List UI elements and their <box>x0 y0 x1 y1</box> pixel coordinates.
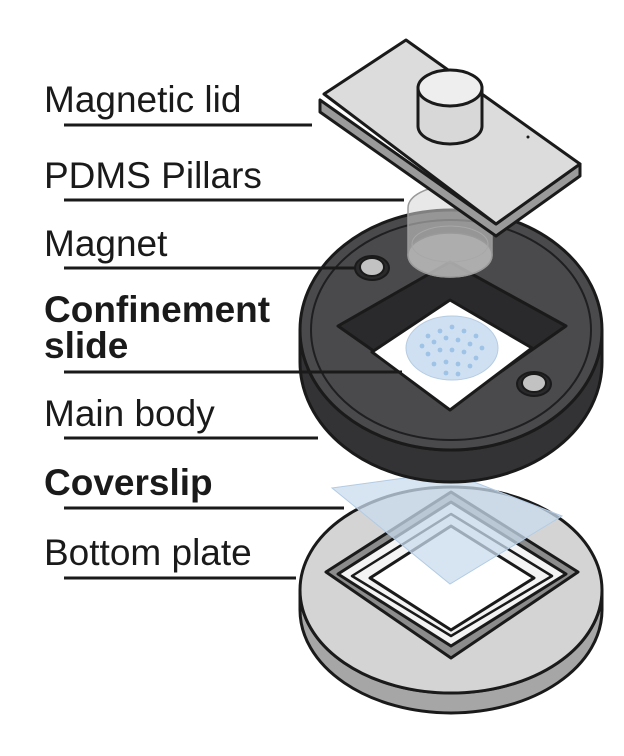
magnet <box>354 255 390 281</box>
label-coverslip: Coverslip <box>44 462 213 503</box>
label-main-body: Main body <box>44 393 215 434</box>
magnet <box>516 371 552 397</box>
label-bottom-plate: Bottom plate <box>44 532 252 573</box>
magnetic-lid <box>318 38 582 238</box>
label-confinement-slide-line2: slide <box>44 325 128 366</box>
label-pdms-pillars: PDMS Pillars <box>44 155 262 196</box>
label-magnetic-lid: Magnetic lid <box>44 79 241 120</box>
label-confinement-slide-line1: Confinement <box>44 289 270 330</box>
label-group: Magnetic lid PDMS Pillars Magnet Confine… <box>44 79 404 580</box>
label-magnet: Magnet <box>44 223 168 264</box>
confinement-slide <box>370 298 534 412</box>
